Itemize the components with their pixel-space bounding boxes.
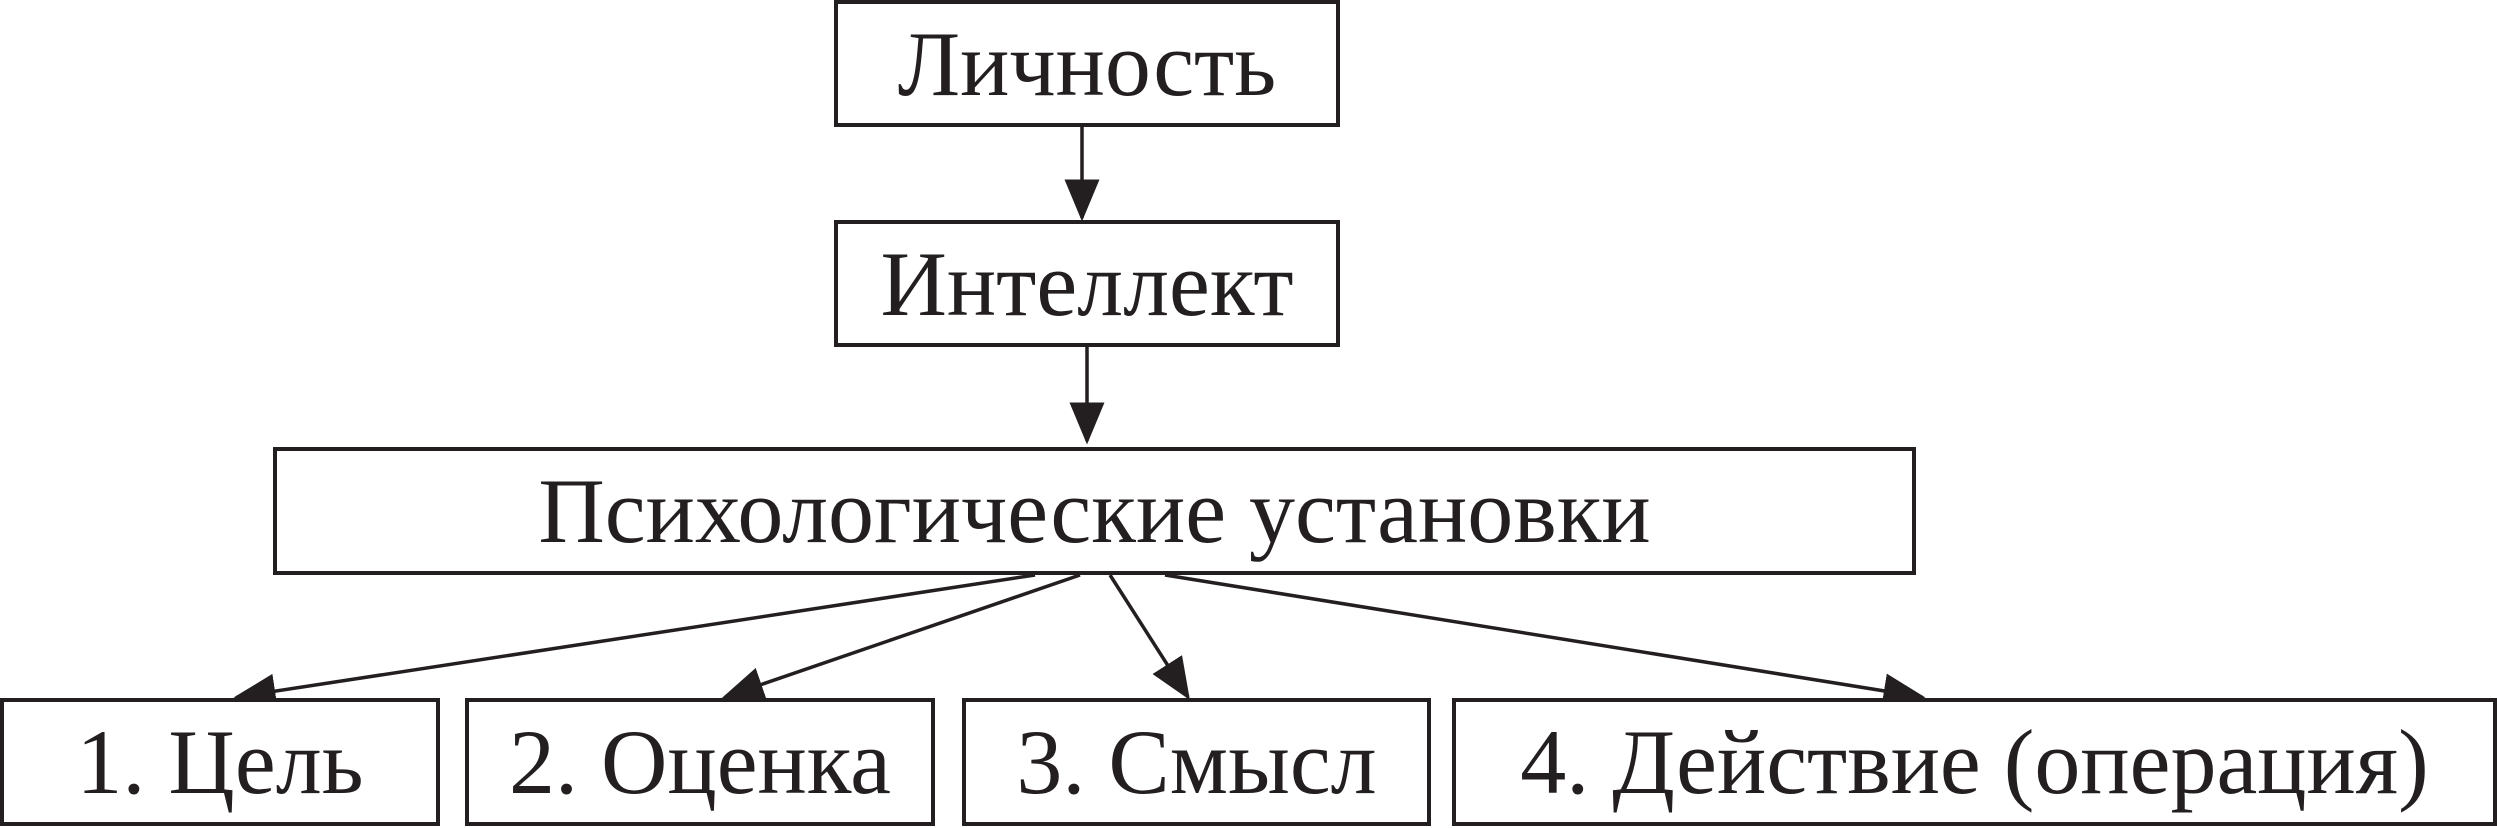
evaluation-label: 2. Оценка: [509, 711, 891, 813]
personality-box: Личность: [834, 0, 1340, 127]
goal-box: 1. Цель: [0, 698, 440, 826]
action-box: 4. Действие (операция): [1452, 698, 2497, 826]
intellect-label: Интеллект: [880, 232, 1294, 335]
intellect-box: Интеллект: [834, 220, 1340, 347]
arrow-attitudes-to-meaning: [1108, 574, 1190, 700]
psychological-attitudes-label: Психологические установки: [538, 460, 1651, 562]
meaning-box: 3. Смысл: [962, 698, 1431, 826]
goal-label: 1. Цель: [76, 711, 364, 813]
personality-label: Личность: [897, 12, 1277, 115]
arrow-attitudes-to-goal: [233, 573, 1036, 709]
arrow-attitudes-to-evaluation: [721, 573, 1081, 702]
evaluation-box: 2. Оценка: [465, 698, 935, 826]
action-label: 4. Действие (операция): [1520, 711, 2429, 813]
arrow-attitudes-to-action: [1164, 573, 1926, 709]
meaning-label: 3. Смысл: [1016, 711, 1377, 813]
psychological-attitudes-box: Психологические установки: [273, 447, 1916, 575]
